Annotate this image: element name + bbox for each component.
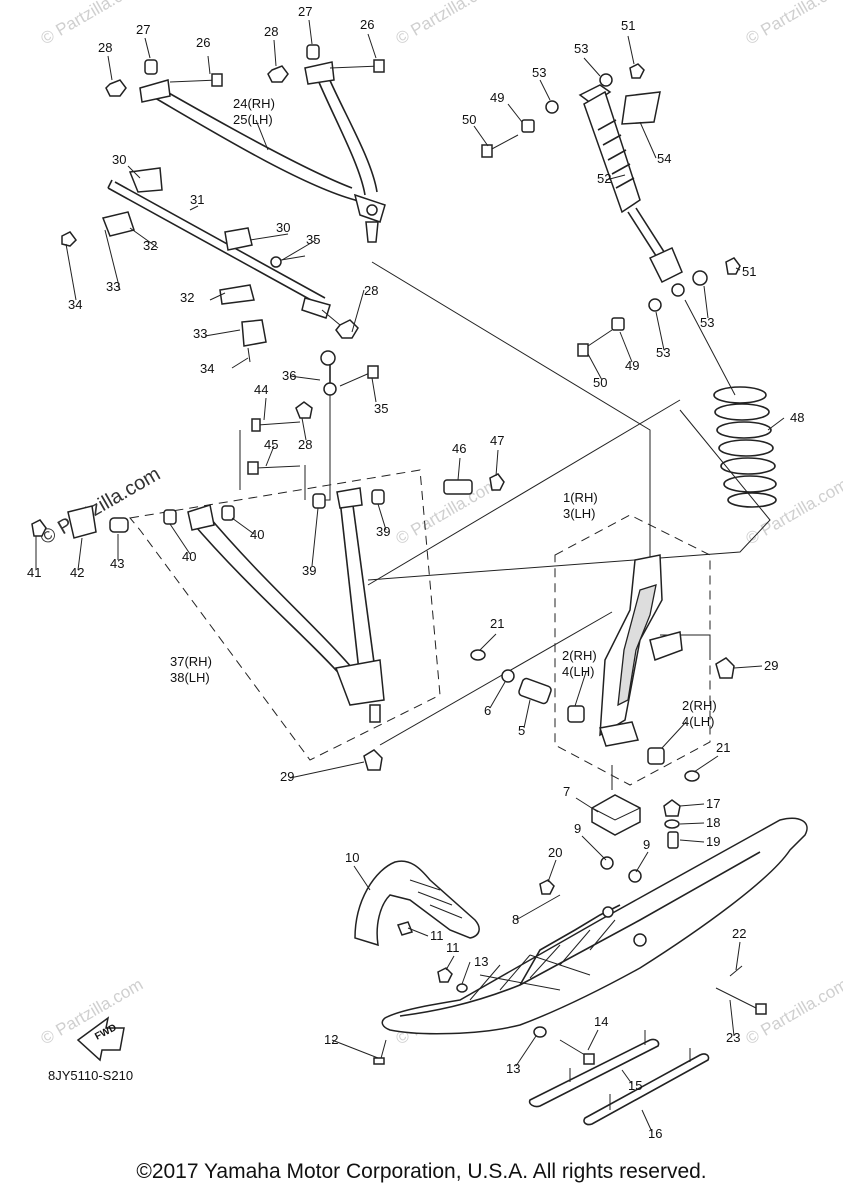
callout: 28 — [364, 283, 378, 298]
callout: 20 — [548, 845, 562, 860]
callout: 54 — [657, 151, 671, 166]
callout: 36 — [282, 368, 296, 383]
callout: 26 — [360, 17, 374, 32]
callout: 32 — [180, 290, 194, 305]
callout: 28 — [298, 437, 312, 452]
shock-absorber — [481, 63, 777, 508]
upper-a-arm — [105, 44, 386, 243]
callout: 23 — [726, 1030, 740, 1045]
callout: 29 — [764, 658, 778, 673]
callout: 37(RH) — [170, 654, 212, 669]
callout: 33 — [106, 279, 120, 294]
callout: 30 — [276, 220, 290, 235]
callout: 34 — [68, 297, 82, 312]
callout-leaders — [35, 19, 785, 1133]
callout: 15 — [628, 1078, 642, 1093]
callout: 53 — [700, 315, 714, 330]
callout: 39 — [302, 563, 316, 578]
callout: 14 — [594, 1014, 608, 1029]
callout: 50 — [593, 375, 607, 390]
callout: 3(LH) — [563, 506, 596, 521]
callout: 13 — [474, 954, 488, 969]
callout: 10 — [345, 850, 359, 865]
callout: 1(RH) — [563, 490, 598, 505]
callout: 33 — [193, 326, 207, 341]
callout: 8 — [512, 912, 519, 927]
watermark-dark: © Partzilla.com — [37, 463, 165, 549]
callout: 16 — [648, 1126, 662, 1141]
callout: 51 — [742, 264, 756, 279]
callout: 18 — [706, 815, 720, 830]
callout: 9 — [574, 821, 581, 836]
callout: 53 — [656, 345, 670, 360]
watermark: © Partzilla.com — [393, 0, 502, 48]
callout: 34 — [200, 361, 214, 376]
spring — [713, 386, 777, 508]
callout: 6 — [484, 703, 491, 718]
callout: 42 — [70, 565, 84, 580]
callout: 48 — [790, 410, 804, 425]
callout: 25(LH) — [233, 112, 273, 127]
callout: 41 — [27, 565, 41, 580]
callout: 7 — [563, 784, 570, 799]
callout: 29 — [280, 769, 294, 784]
callout: 21 — [490, 616, 504, 631]
callout-labels: 1(RH) 3(LH) 2(RH) 4(LH) 2(RH) 4(LH) 5 6 … — [27, 4, 804, 1141]
ski-assembly — [354, 794, 808, 1126]
callout: 40 — [182, 549, 196, 564]
watermark: © Partzilla.com — [743, 0, 843, 48]
callout: 11 — [430, 928, 444, 943]
callout: 2(RH) — [682, 698, 717, 713]
callout: 44 — [254, 382, 268, 397]
callout: 49 — [625, 358, 639, 373]
callout: 46 — [452, 441, 466, 456]
callout: 28 — [98, 40, 112, 55]
watermark: © Partzilla.com — [38, 0, 147, 48]
callout: 22 — [732, 926, 746, 941]
callout: 53 — [532, 65, 546, 80]
callout: 40 — [250, 527, 264, 542]
callout: 17 — [706, 796, 720, 811]
callout: 31 — [190, 192, 204, 207]
callout: 52 — [597, 171, 611, 186]
callout: 4(LH) — [682, 714, 715, 729]
fwd-arrow: FWD — [76, 1016, 125, 1062]
callout: 11 — [446, 940, 460, 955]
spindle — [470, 514, 711, 786]
callout: 12 — [324, 1032, 338, 1047]
callout: 24(RH) — [233, 96, 275, 111]
lower-a-arm — [31, 418, 735, 771]
callout: 45 — [264, 437, 278, 452]
callout: 53 — [574, 41, 588, 56]
callout: 27 — [136, 22, 150, 37]
callout: 27 — [298, 4, 312, 19]
callout: 2(RH) — [562, 648, 597, 663]
callout: 49 — [490, 90, 504, 105]
callout: 5 — [518, 723, 525, 738]
callout: 19 — [706, 834, 720, 849]
callout: 32 — [143, 238, 157, 253]
callout: 26 — [196, 35, 210, 50]
watermark: © Partzilla.com — [743, 475, 843, 549]
callout: 47 — [490, 433, 504, 448]
callout: 28 — [264, 24, 278, 39]
callout: 38(LH) — [170, 670, 210, 685]
stabilizer-bar — [61, 167, 379, 419]
callout: 43 — [110, 556, 124, 571]
callout: 51 — [621, 18, 635, 33]
copyright-notice: ©2017 Yamaha Motor Corporation, U.S.A. A… — [136, 1160, 707, 1183]
callout: 4(LH) — [562, 664, 595, 679]
callout: 50 — [462, 112, 476, 127]
callout: 21 — [716, 740, 730, 755]
callout: 9 — [643, 837, 650, 852]
callout: 39 — [376, 524, 390, 539]
reference-code: 8JY5110-S210 — [48, 1068, 133, 1083]
callout: 35 — [374, 401, 388, 416]
callout: 30 — [112, 152, 126, 167]
